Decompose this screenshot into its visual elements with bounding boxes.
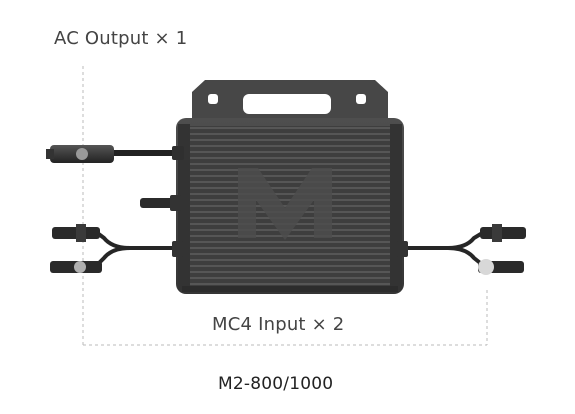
guide-lines bbox=[82, 66, 488, 346]
middle-connector bbox=[140, 195, 182, 211]
ac-output-cable bbox=[46, 145, 184, 163]
left-mc4-plug-bottom bbox=[50, 261, 102, 273]
left-cable-boot bbox=[172, 241, 184, 257]
inverter-body bbox=[176, 118, 404, 294]
ac-output-label: AC Output × 1 bbox=[54, 28, 188, 49]
mounting-bracket bbox=[192, 80, 388, 120]
right-mc4-plug-top bbox=[480, 224, 526, 242]
logo-m bbox=[238, 168, 332, 240]
right-mc4-cables bbox=[402, 230, 486, 268]
right-mc4-plug-bottom bbox=[478, 259, 524, 275]
right-cable-boot bbox=[396, 241, 408, 257]
body-bottom-edge bbox=[182, 286, 398, 292]
left-mc4-cables bbox=[94, 230, 178, 268]
mc4-input-label: MC4 Input × 2 bbox=[212, 314, 345, 335]
model-name-label: M2-800/1000 bbox=[218, 374, 334, 394]
left-mc4-plug-top bbox=[52, 224, 100, 242]
